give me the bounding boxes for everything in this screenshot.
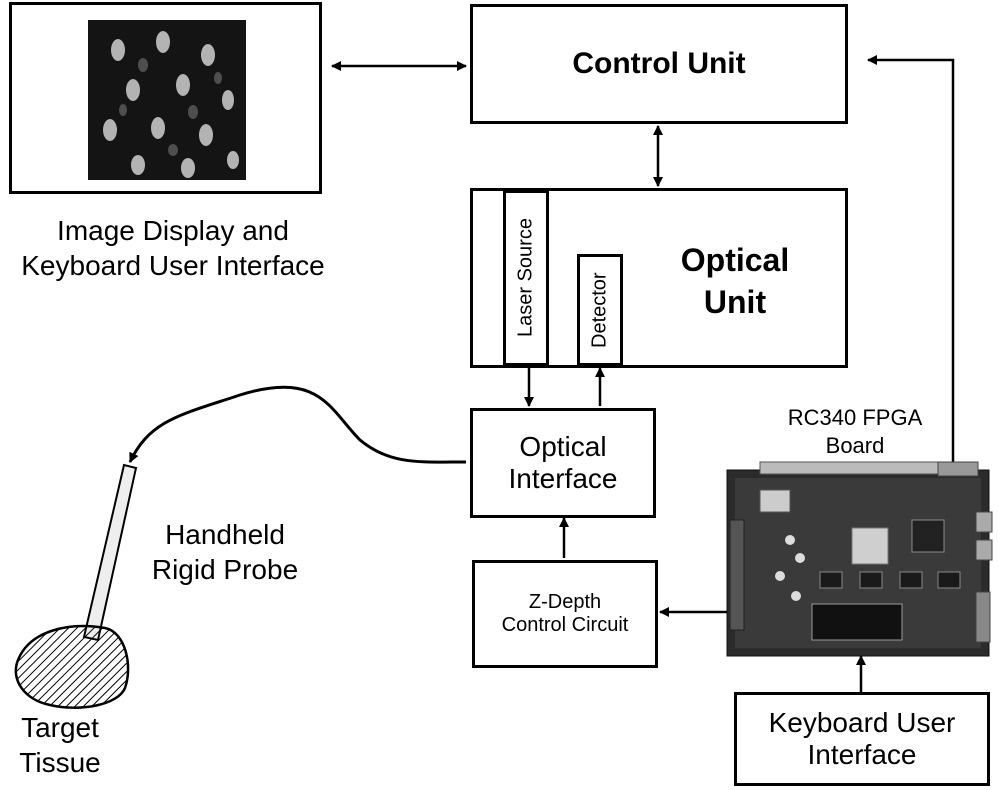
tissue-label-line2: Tissue	[19, 747, 101, 778]
fpga-label-line2: Board	[825, 432, 885, 458]
microscopy-image	[88, 20, 246, 180]
zdepth-box: Z-Depth Control Circuit	[472, 560, 658, 668]
laser-source-label: Laser Source	[514, 218, 537, 338]
fpga-label-line1: RC340 FPGA	[787, 405, 923, 430]
probe-rod	[82, 463, 138, 642]
fpga-board-image	[726, 461, 993, 657]
display-label-line2: Keyboard User Interface	[21, 250, 325, 281]
optical-unit-label-line2: Unit	[703, 283, 767, 320]
fpga-label: RC340 FPGA Board	[760, 404, 950, 459]
tissue-label-line1: Target	[21, 712, 99, 743]
fiber-cable	[128, 385, 467, 464]
control-unit-box: Control Unit	[470, 4, 848, 124]
detector-box: Detector	[577, 254, 623, 366]
display-label-line1: Image Display and	[57, 215, 289, 246]
laser-source-box: Laser Source	[503, 190, 549, 366]
detector-label: Detector	[588, 272, 611, 348]
control-unit-label: Control Unit	[572, 47, 746, 80]
probe-label: Handheld Rigid Probe	[130, 517, 320, 587]
zdepth-line2: Control Circuit	[501, 614, 629, 636]
optical-interface-line2: Interface	[508, 463, 618, 494]
probe-label-line2: Rigid Probe	[151, 554, 299, 585]
probe-label-line1: Handheld	[165, 519, 285, 550]
target-tissue	[14, 624, 130, 709]
optical-unit-label: Optical Unit	[660, 240, 810, 323]
tissue-label: Target Tissue	[0, 710, 120, 780]
keyboard-line1: Keyboard User	[768, 707, 956, 738]
arrow-fpga-control	[867, 55, 955, 462]
optical-unit-label-line1: Optical	[680, 242, 790, 278]
optical-interface-box: Optical Interface	[470, 408, 656, 518]
keyboard-line2: Interface	[807, 739, 917, 770]
keyboard-box: Keyboard User Interface	[734, 692, 990, 786]
optical-interface-line1: Optical	[519, 431, 607, 462]
display-label: Image Display and Keyboard User Interfac…	[0, 213, 346, 283]
zdepth-line1: Z-Depth	[528, 591, 602, 613]
